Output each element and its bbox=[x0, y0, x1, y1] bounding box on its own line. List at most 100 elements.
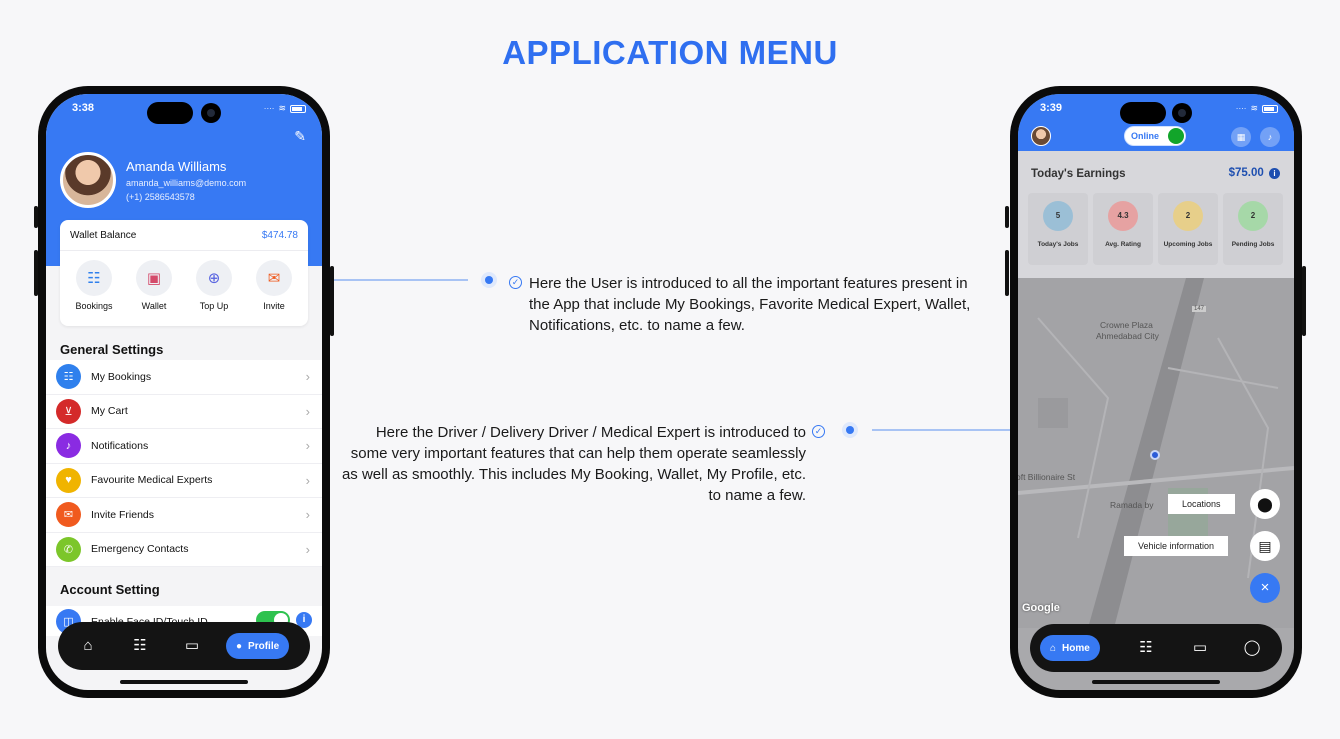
map-label: Ahmedabad City bbox=[1096, 331, 1159, 341]
check-icon: ✓ bbox=[812, 425, 825, 438]
home-icon[interactable]: ⌂ bbox=[83, 637, 93, 654]
stat-label: Pending Jobs bbox=[1231, 241, 1275, 248]
quick-action-top-up[interactable]: ⊕ Top Up bbox=[184, 260, 244, 311]
tab-bar: ⌂ Home ☷ ▭ ◯ bbox=[1030, 624, 1282, 672]
quick-action-label: Bookings bbox=[75, 301, 113, 311]
top-up-icon: ⊕ bbox=[196, 260, 232, 296]
map-label: oft Billionaire St bbox=[1018, 472, 1076, 482]
menu-item-notifications[interactable]: ♪ Notifications › bbox=[46, 429, 322, 464]
online-label: Online bbox=[1131, 131, 1160, 141]
wallet-balance-label: Wallet Balance bbox=[70, 230, 137, 241]
wifi-icon: ≋ bbox=[278, 103, 286, 113]
camera-icon bbox=[1172, 103, 1192, 123]
user-icon[interactable]: ◯ bbox=[1243, 639, 1261, 656]
stat-todays-jobs[interactable]: 5 Today's Jobs bbox=[1028, 193, 1088, 265]
wallet-balance-amount: $474.78 bbox=[261, 230, 298, 241]
dynamic-island bbox=[147, 102, 193, 124]
location-pin-icon[interactable]: ⬤ bbox=[1250, 489, 1280, 519]
stat-value: 2 bbox=[1173, 201, 1203, 231]
info-icon[interactable]: i bbox=[1269, 168, 1280, 179]
home-indicator bbox=[120, 680, 248, 684]
signal-icon: ···· bbox=[1235, 104, 1247, 113]
map-view[interactable]: Crowne Plaza Ahmedabad City oft Billiona… bbox=[1018, 278, 1294, 628]
menu-item-invite-friends[interactable]: ✉ Invite Friends › bbox=[46, 498, 322, 533]
menu-item-favourite-medical-experts[interactable]: ♥ Favourite Medical Experts › bbox=[46, 464, 322, 498]
info-icon[interactable]: i bbox=[296, 612, 312, 628]
stat-pending-jobs[interactable]: 2 Pending Jobs bbox=[1223, 193, 1283, 265]
divider bbox=[60, 250, 308, 251]
quick-action-bookings[interactable]: ☷ Bookings bbox=[64, 260, 124, 311]
envelope-icon: ✉ bbox=[256, 260, 292, 296]
avatar[interactable] bbox=[1031, 126, 1051, 146]
menu-item-my-cart[interactable]: ⊻ My Cart › bbox=[46, 395, 322, 429]
battery-icon bbox=[290, 104, 306, 113]
chevron-right-icon: › bbox=[305, 369, 310, 384]
driver-screen: 3:39 ···· ≋ Online ▦ ♪ Today's Earnings … bbox=[1018, 94, 1294, 690]
envelope-icon: ✉ bbox=[56, 502, 81, 528]
chevron-right-icon: › bbox=[305, 438, 310, 453]
side-button bbox=[1302, 266, 1306, 336]
user-callout-text: Here the User is introduced to all the i… bbox=[529, 275, 971, 334]
menu-item-label: Invite Friends bbox=[91, 508, 155, 521]
google-logo: Google bbox=[1022, 602, 1060, 614]
vehicle-icon[interactable]: ▤ bbox=[1250, 531, 1280, 561]
status-icons: ···· ≋ bbox=[1236, 103, 1278, 114]
connector-node bbox=[481, 272, 497, 288]
wallet-icon: ▣ bbox=[136, 260, 172, 296]
bookings-tab-icon[interactable]: ☷ bbox=[1139, 639, 1153, 656]
user-phone: 3:38 ···· ≋ ✎ Amanda Williams amanda_wil… bbox=[38, 86, 330, 698]
wallet-card: Wallet Balance $474.78 ☷ Bookings ▣ Wall… bbox=[60, 220, 308, 326]
menu-item-emergency-contacts[interactable]: ✆ Emergency Contacts › bbox=[46, 533, 322, 567]
wallet-balance-row: Wallet Balance $474.78 bbox=[70, 230, 298, 241]
dynamic-island bbox=[1120, 102, 1166, 124]
user-screen: 3:38 ···· ≋ ✎ Amanda Williams amanda_wil… bbox=[46, 94, 322, 690]
avatar[interactable] bbox=[60, 152, 116, 208]
online-status-dot bbox=[1168, 128, 1184, 144]
tab-profile-label: Profile bbox=[248, 640, 280, 652]
user-name: Amanda Williams bbox=[126, 159, 227, 174]
bookings-tab-icon[interactable]: ☷ bbox=[133, 637, 147, 654]
tab-home[interactable]: ⌂ Home bbox=[1040, 635, 1100, 661]
status-icons: ···· ≋ bbox=[264, 103, 306, 114]
wallet-tab-icon[interactable]: ▭ bbox=[1192, 639, 1208, 656]
battery-icon bbox=[1262, 104, 1278, 113]
calendar-icon[interactable]: ▦ bbox=[1231, 127, 1251, 147]
general-settings-title: General Settings bbox=[60, 342, 164, 357]
map-label: Crowne Plaza bbox=[1100, 320, 1153, 330]
quick-action-wallet[interactable]: ▣ Wallet bbox=[124, 260, 184, 311]
locations-label[interactable]: Locations bbox=[1168, 494, 1235, 514]
quick-action-label: Wallet bbox=[141, 301, 167, 311]
stat-value: 4.3 bbox=[1108, 201, 1138, 231]
map-label: Ramada by bbox=[1110, 500, 1154, 510]
earnings-amount: $75.00 i bbox=[1229, 167, 1280, 179]
tab-bar: ⌂ ☷ ▭ ● Profile bbox=[58, 622, 310, 670]
edit-icon[interactable]: ✎ bbox=[294, 128, 306, 144]
stat-avg-rating[interactable]: 4.3 Avg. Rating bbox=[1093, 193, 1153, 265]
clipboard-icon: ☷ bbox=[56, 364, 81, 390]
page-title: APPLICATION MENU bbox=[502, 34, 838, 71]
close-icon[interactable]: × bbox=[1250, 573, 1280, 603]
stat-value: 2 bbox=[1238, 201, 1268, 231]
side-button bbox=[1005, 250, 1009, 296]
side-button bbox=[34, 250, 38, 296]
menu-item-my-bookings[interactable]: ☷ My Bookings › bbox=[46, 360, 322, 395]
bell-icon: ♪ bbox=[56, 433, 81, 459]
vehicle-information-label[interactable]: Vehicle information bbox=[1124, 536, 1229, 556]
phone-icon: ✆ bbox=[56, 536, 81, 562]
chevron-right-icon: › bbox=[305, 541, 310, 557]
wallet-tab-icon[interactable]: ▭ bbox=[184, 637, 200, 654]
user-email: amanda_williams@demo.com bbox=[126, 178, 247, 188]
status-time: 3:39 bbox=[1040, 102, 1063, 114]
connector-line bbox=[334, 279, 468, 281]
menu-item-label: My Bookings bbox=[91, 370, 152, 383]
stat-label: Today's Jobs bbox=[1037, 241, 1079, 248]
chevron-right-icon: › bbox=[305, 507, 310, 522]
stat-upcoming-jobs[interactable]: 2 Upcoming Jobs bbox=[1158, 193, 1218, 265]
chevron-right-icon: › bbox=[305, 403, 310, 419]
earnings-title: Today's Earnings bbox=[1031, 168, 1126, 180]
quick-action-label: Top Up bbox=[199, 301, 229, 311]
bell-icon[interactable]: ♪ bbox=[1260, 127, 1280, 147]
quick-action-invite[interactable]: ✉ Invite bbox=[244, 260, 304, 311]
online-toggle[interactable]: Online bbox=[1124, 126, 1186, 146]
tab-profile[interactable]: ● Profile bbox=[226, 633, 290, 659]
